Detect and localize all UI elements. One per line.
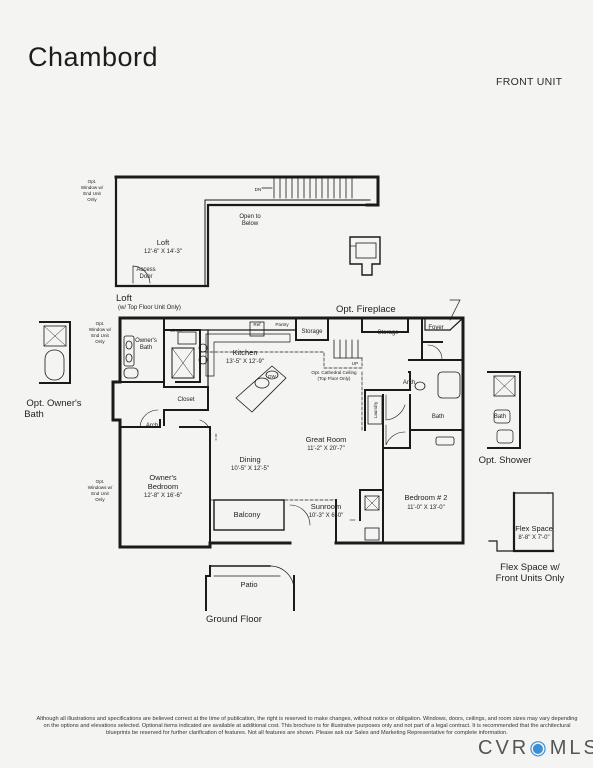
opt-fireplace-label: Opt. Fireplace xyxy=(336,304,396,315)
balcony-label: Balcony xyxy=(234,510,261,519)
great-room-dims: 11'-2" X 20'-7" xyxy=(307,446,344,452)
optional_features-owners_bath-1-label: Bath xyxy=(24,409,44,420)
room-labels: Opt. Window w/ End Unit Only Owner's Bat… xyxy=(88,321,565,625)
kitchen-dims: 13'-5" X 12'-9" xyxy=(226,359,264,365)
loft-stairs xyxy=(261,177,353,199)
rooms-opt_window_2-0-label: Opt. xyxy=(96,321,105,326)
rooms-opt_window_2-1-label: Window w/ xyxy=(89,327,112,332)
bath-label-2: Bath xyxy=(494,414,506,420)
rooms-owners_bath-1-label: Bath xyxy=(140,345,152,351)
owners-bedroom-dims: 12'-8" X 16'-6" xyxy=(144,493,182,499)
dw-label: DW xyxy=(268,374,276,379)
rooms-cathedral-1-label: (Top Floor Only) xyxy=(318,376,351,381)
sunroom-label: Sunroom xyxy=(311,502,341,511)
unit-label: FRONT UNIT xyxy=(496,76,563,88)
loft-opt_window-3-label: Only xyxy=(87,197,97,202)
rooms-opt_window_2-2-label: End Unit xyxy=(91,333,109,338)
pantry-label: Pantry xyxy=(275,322,289,327)
rooms-opt_window_4-1-label: Windows w/ xyxy=(88,485,113,490)
plan-title: Chambord xyxy=(28,42,159,72)
loft-access-door xyxy=(132,265,151,284)
owners-bedroom-label: Owner's xyxy=(149,473,177,482)
dining-label: Dining xyxy=(239,455,260,464)
opt-window-label-1: Opt. xyxy=(88,179,97,184)
rooms-opt_window_2-3-label: Only xyxy=(95,339,105,344)
loft-opt_window-1-label: Window w/ xyxy=(81,185,104,190)
flex-space-walls xyxy=(488,491,555,553)
opt-owners-bath-walls xyxy=(39,321,71,384)
interior-walls xyxy=(119,317,464,544)
storage-label-2: Storage xyxy=(377,330,399,336)
flex-space-label: Flex Space xyxy=(515,524,553,533)
opt-shower-walls xyxy=(487,371,521,449)
bedroom-2-dims: 11'-0" X 13'-0" xyxy=(407,505,444,511)
legal-disclaimer: Although all illustrations and specifica… xyxy=(36,716,578,737)
linen-label: Linen xyxy=(170,328,182,333)
loft-opt_window-2-label: End Unit xyxy=(83,191,101,196)
opt-owners-bath-label: Opt. Owner's xyxy=(26,398,81,409)
open-to-below-label: Open to xyxy=(239,214,261,220)
loft-access_door-1-label: Door xyxy=(139,274,152,280)
closet-label: Closet xyxy=(177,397,194,403)
dn-label: DN xyxy=(255,187,262,192)
patio-walls xyxy=(205,565,295,611)
up-label: UP xyxy=(352,361,358,366)
balcony-walls xyxy=(213,499,285,531)
loft-open_to_below-1-label: Below xyxy=(242,221,259,227)
opt-shower-label: Opt. Shower xyxy=(479,455,532,466)
kitchen-label: Kitchen xyxy=(232,348,257,357)
rooms-opt_window_4-2-label: End Unit xyxy=(91,491,109,496)
loft-caption-note: (w/ Top Floor Unit Only) xyxy=(118,305,181,311)
flex-space-dims: 8'-8" X 7'-0" xyxy=(518,535,549,541)
ref-label: Ref xyxy=(253,322,261,327)
access-door-label: Access xyxy=(136,267,155,273)
patio-label: Patio xyxy=(240,580,257,589)
rooms-owners_bedroom-1-label: Bedroom xyxy=(148,482,178,491)
great-room-label: Great Room xyxy=(306,435,347,444)
storage-label-1: Storage xyxy=(301,329,323,335)
foyer-label: Foyer xyxy=(428,325,443,331)
cathedral-label: Opt. Cathedral Ceiling xyxy=(311,370,357,375)
arch-label-2: Arch xyxy=(403,380,415,386)
sunroom-dims: 10'-3" X 6'-0" xyxy=(309,513,344,519)
loft-walls xyxy=(114,175,380,288)
loft-labels: Opt. Window w/ End Unit Only Loft 12'-6"… xyxy=(81,179,261,311)
fixtures xyxy=(123,299,461,541)
dining-dims: 10'-5" X 12'-5" xyxy=(231,466,269,472)
map-pin-icon: ◉ xyxy=(529,737,550,759)
loft-dims: 12'-6" X 14'-3" xyxy=(144,249,182,255)
rooms-opt_window_4-0-label: Opt. xyxy=(96,479,105,484)
optional-labels: Opt. Fireplace Opt. Owner's Bath Opt. Sh… xyxy=(24,304,531,466)
ground-floor-label: Ground Floor xyxy=(206,614,262,625)
bath-label: Bath xyxy=(432,414,444,420)
arch-label-1: Arch xyxy=(146,423,158,429)
loft-caption: Loft xyxy=(116,293,132,304)
fireplace-walls xyxy=(349,236,381,276)
bedroom-2-label: Bedroom # 2 xyxy=(405,493,448,502)
owners-bath-label: Owner's xyxy=(135,338,157,344)
loft-name: Loft xyxy=(157,238,170,247)
rooms-opt_window_4-3-label: Only xyxy=(95,497,105,502)
brand-logo: CVR◉MLS xyxy=(478,737,593,759)
laundry-label: Laundry xyxy=(373,401,378,418)
flex-space-caption: Flex Space w/ xyxy=(500,562,560,573)
rooms-flex_caption-1-label: Front Units Only xyxy=(496,573,565,584)
